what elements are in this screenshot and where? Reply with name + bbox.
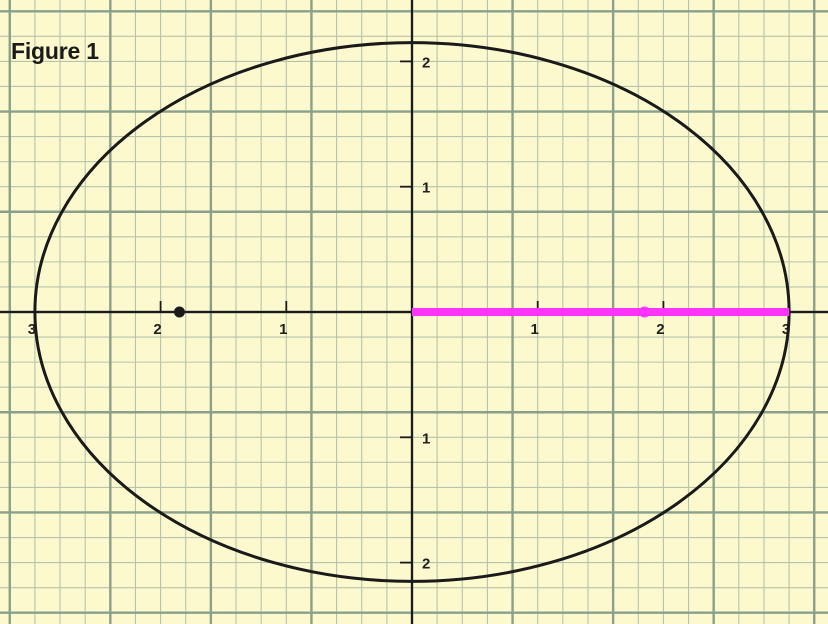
left-point <box>173 306 185 318</box>
figure-title: Figure 1 <box>11 38 99 64</box>
x-tick-label: 1 <box>279 321 287 338</box>
y-tick-label: 1 <box>422 430 430 447</box>
x-tick-label: 3 <box>28 321 36 338</box>
x-tick-label: 3 <box>782 321 790 338</box>
y-tick-label: 2 <box>422 54 430 71</box>
x-tick-label: 2 <box>153 321 161 338</box>
y-tick-label: 2 <box>422 556 430 573</box>
right-point <box>639 306 651 318</box>
x-tick-label: 2 <box>656 321 664 338</box>
y-tick-label: 1 <box>422 180 430 197</box>
x-tick-label: 1 <box>531 321 539 338</box>
